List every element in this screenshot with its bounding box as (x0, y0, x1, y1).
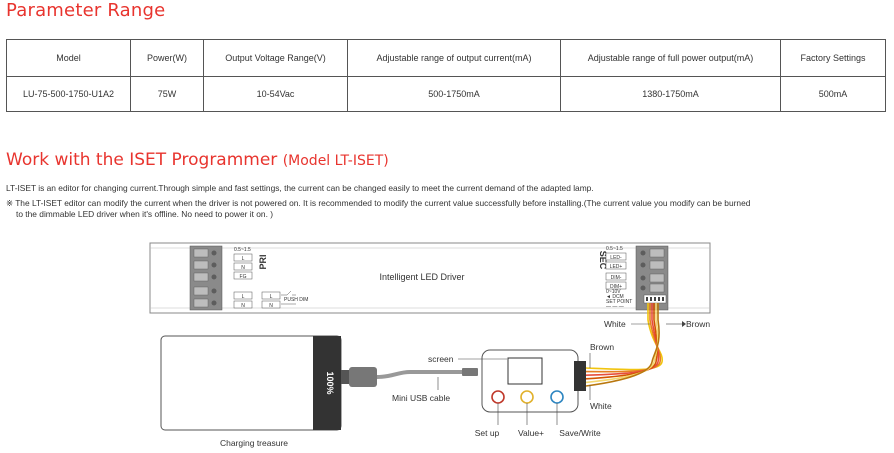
wire-1 (585, 303, 662, 373)
usb-cable (376, 370, 462, 379)
table-row: LU-75-500-1750-U1A2 75W 10-54Vac 500-175… (6, 76, 886, 112)
wire-bundle (585, 303, 663, 387)
sec-label: SEC (598, 251, 608, 270)
push-dim-label: PUSH DIM (284, 297, 308, 303)
usb-cable-label: Mini USB cable (392, 393, 450, 403)
sec-small-3: — — — (606, 304, 624, 310)
white-label-top: White (604, 319, 626, 329)
cell-model: LU-75-500-1750-U1A2 (6, 76, 131, 112)
save-write-label: Save/Write (559, 428, 601, 438)
setup-label: Set up (475, 428, 500, 438)
programmer-screen (507, 357, 543, 385)
battery-level-text: 100% (325, 371, 335, 394)
save-write-button[interactable] (550, 390, 564, 404)
table-header-row: Model Power(W) Output Voltage Range(V) A… (6, 39, 886, 77)
header-model: Model (6, 39, 131, 77)
screen-label: screen (428, 354, 454, 364)
sec-range-label: 0.5~1.5 (606, 246, 623, 252)
pri-terminal-l: L (242, 256, 245, 262)
parameter-table: Model Power(W) Output Voltage Range(V) A… (6, 39, 886, 112)
iset-section-title: Work with the ISET Programmer (Model LT-… (6, 150, 389, 170)
sec-small-0: 0~10V (606, 289, 621, 295)
value-plus-label: Value+ (518, 428, 544, 438)
cell-power: 75W (130, 76, 204, 112)
switch-terminal-l: L (270, 294, 273, 300)
iset-note: ※ The LT-ISET editor can modify the curr… (6, 198, 890, 220)
iset-intro-text: LT-ISET is an editor for changing curren… (6, 183, 594, 193)
brown-label-top: Brown (686, 319, 710, 329)
sec-small-1: ◄ DCM (606, 294, 624, 300)
wire-5 (585, 303, 660, 387)
iset-title-model: (Model LT-ISET) (282, 153, 389, 169)
sec-terminal-dim-plus: DIM+ (610, 284, 622, 290)
brown-label-side: Brown (590, 342, 614, 352)
pri-terminal-l-lower: L (242, 294, 245, 300)
cell-factory-settings: 500mA (780, 76, 886, 112)
switch-terminal-n: N (269, 303, 273, 309)
pri-terminal-fg: FG (240, 274, 247, 280)
header-power: Power(W) (130, 39, 204, 77)
pri-terminal-block (189, 245, 223, 311)
pri-terminal-n: N (241, 265, 245, 271)
cell-output-voltage: 10-54Vac (203, 76, 348, 112)
sec-terminal-led-plus: LED+ (610, 264, 623, 270)
programmer-buttons (491, 390, 564, 404)
sec-terminal-labels: 0.5~1.5 LED- LED+ DIM- DIM+ 0~10V ◄ DCM … (605, 246, 632, 310)
header-output-voltage: Output Voltage Range(V) (203, 39, 348, 77)
driver-label: Intelligent LED Driver (379, 272, 464, 282)
iset-note-line2: to the dimmable LED driver when it's off… (16, 209, 274, 219)
iset-note-line1: ※ The LT-ISET editor can modify the curr… (6, 198, 751, 208)
sec-terminal-dim-minus: DIM- (611, 275, 622, 281)
white-label-side: White (590, 401, 612, 411)
sec-terminal-led-minus: LED- (610, 255, 622, 261)
sec-small-2: SET POINT (606, 299, 632, 305)
pri-terminal-labels: L N FG L N L N PUSH DIM (233, 253, 308, 309)
header-factory-settings: Factory Settings (780, 39, 886, 77)
charging-treasure-label: Charging treasure (220, 438, 288, 448)
charging-treasure: 100% (160, 335, 377, 431)
iset-title-text: Work with the ISET Programmer (6, 150, 278, 170)
sec-terminal-block (635, 245, 669, 311)
value-plus-button[interactable] (520, 390, 534, 404)
pri-range-label: 0.5~1.5 (234, 247, 251, 253)
wire-3 (585, 303, 659, 380)
pri-terminal-n-lower: N (241, 303, 245, 309)
cell-full-power-output: 1380-1750mA (560, 76, 781, 112)
setup-button[interactable] (491, 390, 505, 404)
parameter-range-title: Parameter Range (6, 0, 166, 21)
led-driver: 0.5~1.5 L N FG L N L N PUSH DIM PRI Inte… (149, 242, 711, 314)
wire-4 (585, 303, 659, 384)
wire-2 (585, 303, 660, 376)
cell-output-current: 500-1750mA (347, 76, 561, 112)
pri-label: PRI (258, 254, 268, 269)
wire-0 (585, 303, 663, 371)
push-switch-icon (281, 290, 296, 296)
